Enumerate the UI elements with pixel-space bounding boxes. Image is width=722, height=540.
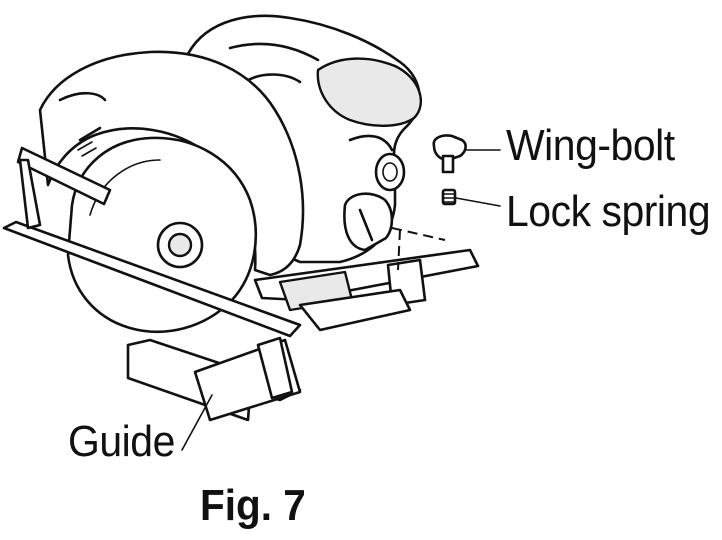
assembly-line	[391, 227, 446, 241]
guide-rail	[2, 146, 302, 422]
saw-blade	[66, 136, 257, 334]
lock-spring-icon	[441, 188, 457, 206]
lock-spring-leader	[455, 197, 501, 207]
lock-spring-label: Lock spring	[506, 187, 711, 236]
base-plate	[253, 248, 480, 332]
wing-bolt-label: Wing-bolt	[506, 121, 675, 170]
guide-label: Guide	[68, 417, 175, 466]
assembly-line-vertical	[397, 229, 401, 271]
knob-icon	[343, 192, 394, 252]
wing-bolt-icon	[432, 134, 467, 174]
blade-guard	[38, 50, 305, 277]
guide-leader	[181, 394, 213, 451]
figure-caption: Fig. 7	[200, 481, 306, 530]
